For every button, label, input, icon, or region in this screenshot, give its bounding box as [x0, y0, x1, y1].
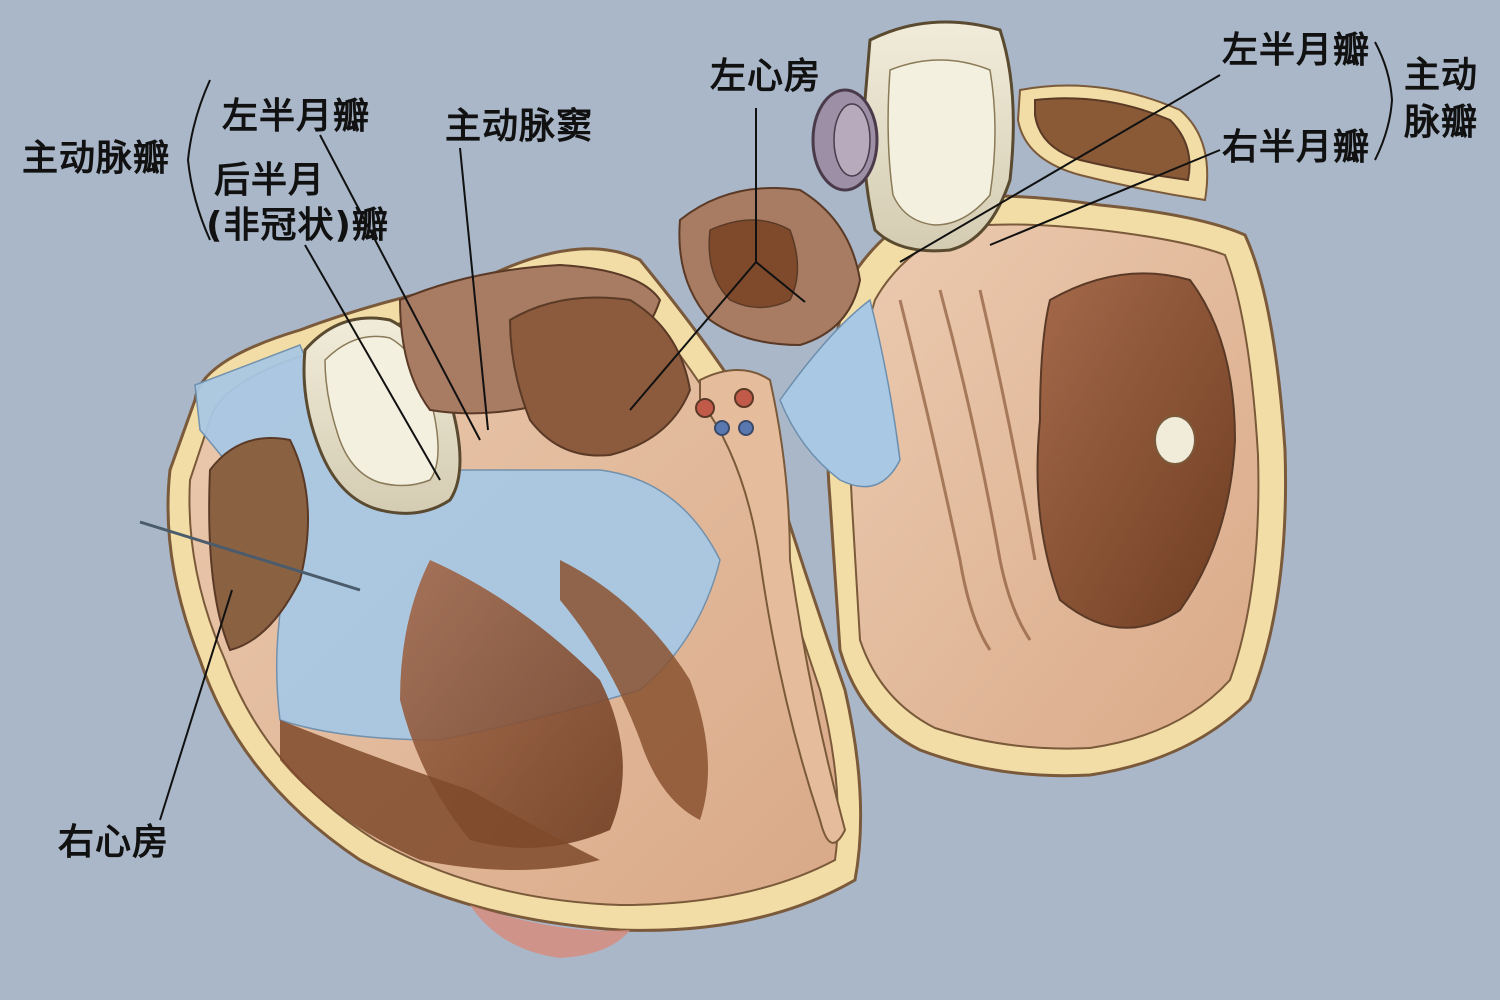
aortic-valve-cusps	[302, 20, 1015, 515]
label-aortic-valve-left: 主动脉瓣	[22, 138, 171, 179]
leader-right-semilunar-right	[989, 149, 1221, 246]
septum	[695, 369, 847, 844]
bracket-left-aortic-valve	[186, 79, 211, 241]
label-right-atrium: 右心房	[58, 822, 170, 863]
leader-left-atrium-a	[629, 261, 757, 411]
label-aortic-sinus: 主动脉窦	[445, 106, 594, 147]
label-aortic-valve-right-line2: 脉瓣	[1404, 102, 1479, 143]
leader-left-atrium-b	[755, 261, 806, 303]
leader-posterior-semilunar	[304, 244, 441, 481]
leader-left-semilunar-left	[319, 134, 481, 441]
aortic-sinus-and-atrium	[398, 187, 862, 457]
label-aortic-valve-right-line1: 主动	[1404, 55, 1479, 96]
left-heart-section	[779, 84, 1288, 778]
label-posterior-semilunar-line2: (非冠状)瓣	[206, 205, 389, 246]
label-left-semilunar-left: 左半月瓣	[222, 96, 371, 137]
leader-left-semilunar-right	[899, 74, 1221, 263]
label-right-semilunar-right: 右半月瓣	[1222, 127, 1371, 168]
leader-aortic-sinus	[459, 147, 489, 431]
label-left-semilunar-right: 左半月瓣	[1222, 30, 1371, 71]
label-left-atrium: 左心房	[710, 56, 822, 97]
bracket-right-aortic-valve	[1374, 41, 1394, 161]
label-posterior-semilunar-line1: 后半月	[214, 160, 326, 201]
leader-right-atrium	[159, 589, 233, 821]
leader-lines	[159, 41, 1394, 821]
